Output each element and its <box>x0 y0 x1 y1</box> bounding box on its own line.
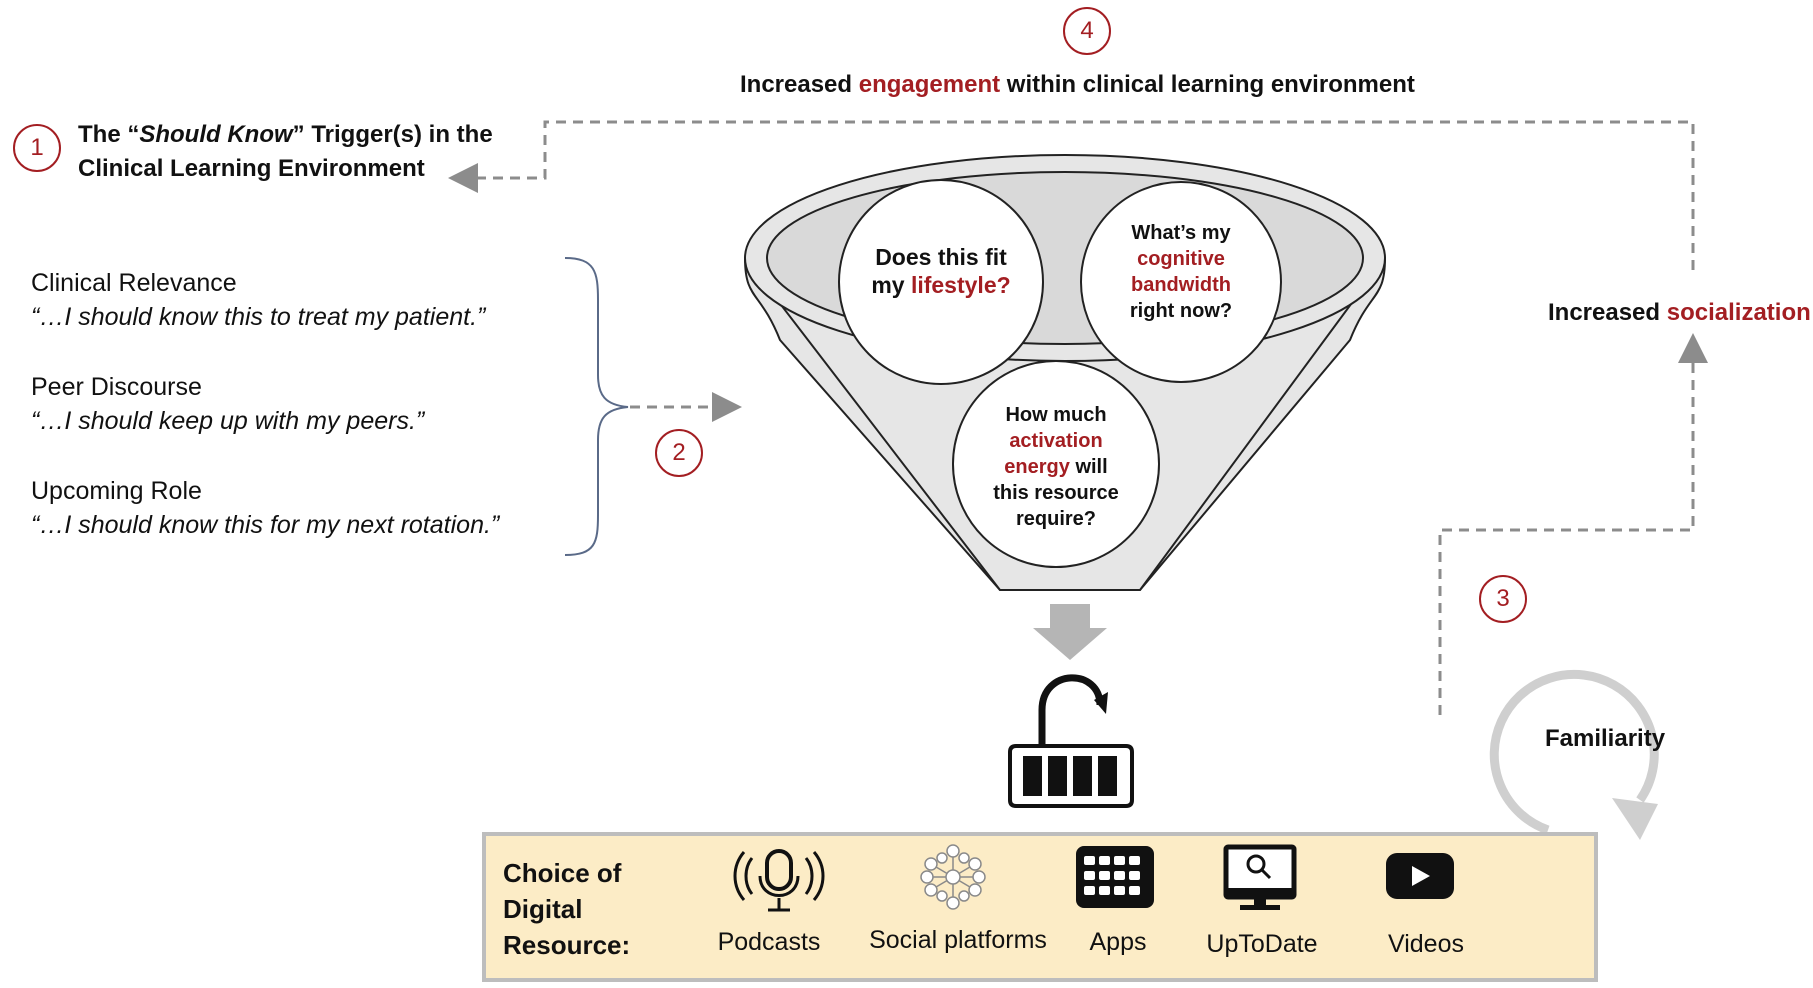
trigger-name: Upcoming Role <box>31 477 202 505</box>
trigger-list: Clinical Relevance “…I should know this … <box>31 266 571 542</box>
familiarity-label: Familiarity <box>1545 725 1666 752</box>
engagement-heading: Increased engagement within clinical lea… <box>740 71 1415 98</box>
trigger-quote: “…I should know this for my next rotatio… <box>31 511 500 539</box>
bubble-activation-text: How much activation energy will this res… <box>993 404 1119 530</box>
bubble-activation <box>952 360 1160 568</box>
step-2-badge: 2 <box>655 429 703 477</box>
trigger-name: Peer Discourse <box>31 373 202 401</box>
podcast-microphone-icon <box>733 849 825 912</box>
step-1-badge: 1 <box>13 124 61 172</box>
unlocked-padlock-icon <box>1008 674 1134 808</box>
trigger-item: Clinical Relevance “…I should know this … <box>31 266 571 334</box>
trigger-item: Upcoming Role “…I should know this for m… <box>31 474 571 542</box>
familiarity-loop-icon <box>1489 669 1659 840</box>
trigger-item: Peer Discourse “…I should keep up with m… <box>31 370 571 438</box>
monitor-search-icon <box>1223 844 1297 910</box>
trigger-quote: “…I should know this to treat my patient… <box>31 303 486 331</box>
resource-label-social: Social platforms <box>869 926 1047 954</box>
apps-grid-icon <box>1076 846 1154 908</box>
trigger-title: The “Should Know” Trigger(s) in the Clin… <box>78 121 493 182</box>
feedback-arrow-to-trigger <box>448 120 1695 270</box>
bubble-bandwidth-text: What’s my cognitive bandwidth right now? <box>1129 222 1233 322</box>
resource-label-apps: Apps <box>1089 928 1147 956</box>
trigger-quote: “…I should keep up with my peers.” <box>31 407 425 435</box>
down-arrow-icon <box>1033 604 1107 660</box>
socialization-label: Increased socialization <box>1548 299 1811 326</box>
resource-label-videos: Videos <box>1388 930 1464 958</box>
video-play-icon <box>1386 853 1454 899</box>
social-network-icon <box>920 844 986 910</box>
step-4-badge: 4 <box>1063 7 1111 55</box>
resource-box-title: Choice of Digital Resource: <box>503 858 631 960</box>
resource-label-uptodate: UpToDate <box>1206 930 1318 958</box>
arrow-to-socialization <box>1438 333 1708 715</box>
trigger-brace <box>564 257 629 556</box>
resource-label-podcasts: Podcasts <box>717 928 821 956</box>
trigger-name: Clinical Relevance <box>31 269 237 297</box>
bubble-bandwidth <box>1080 181 1282 383</box>
step-3-badge: 3 <box>1479 575 1527 623</box>
bubble-lifestyle-text: Does this fit my lifestyle? <box>871 244 1011 298</box>
bubble-lifestyle <box>838 179 1044 385</box>
